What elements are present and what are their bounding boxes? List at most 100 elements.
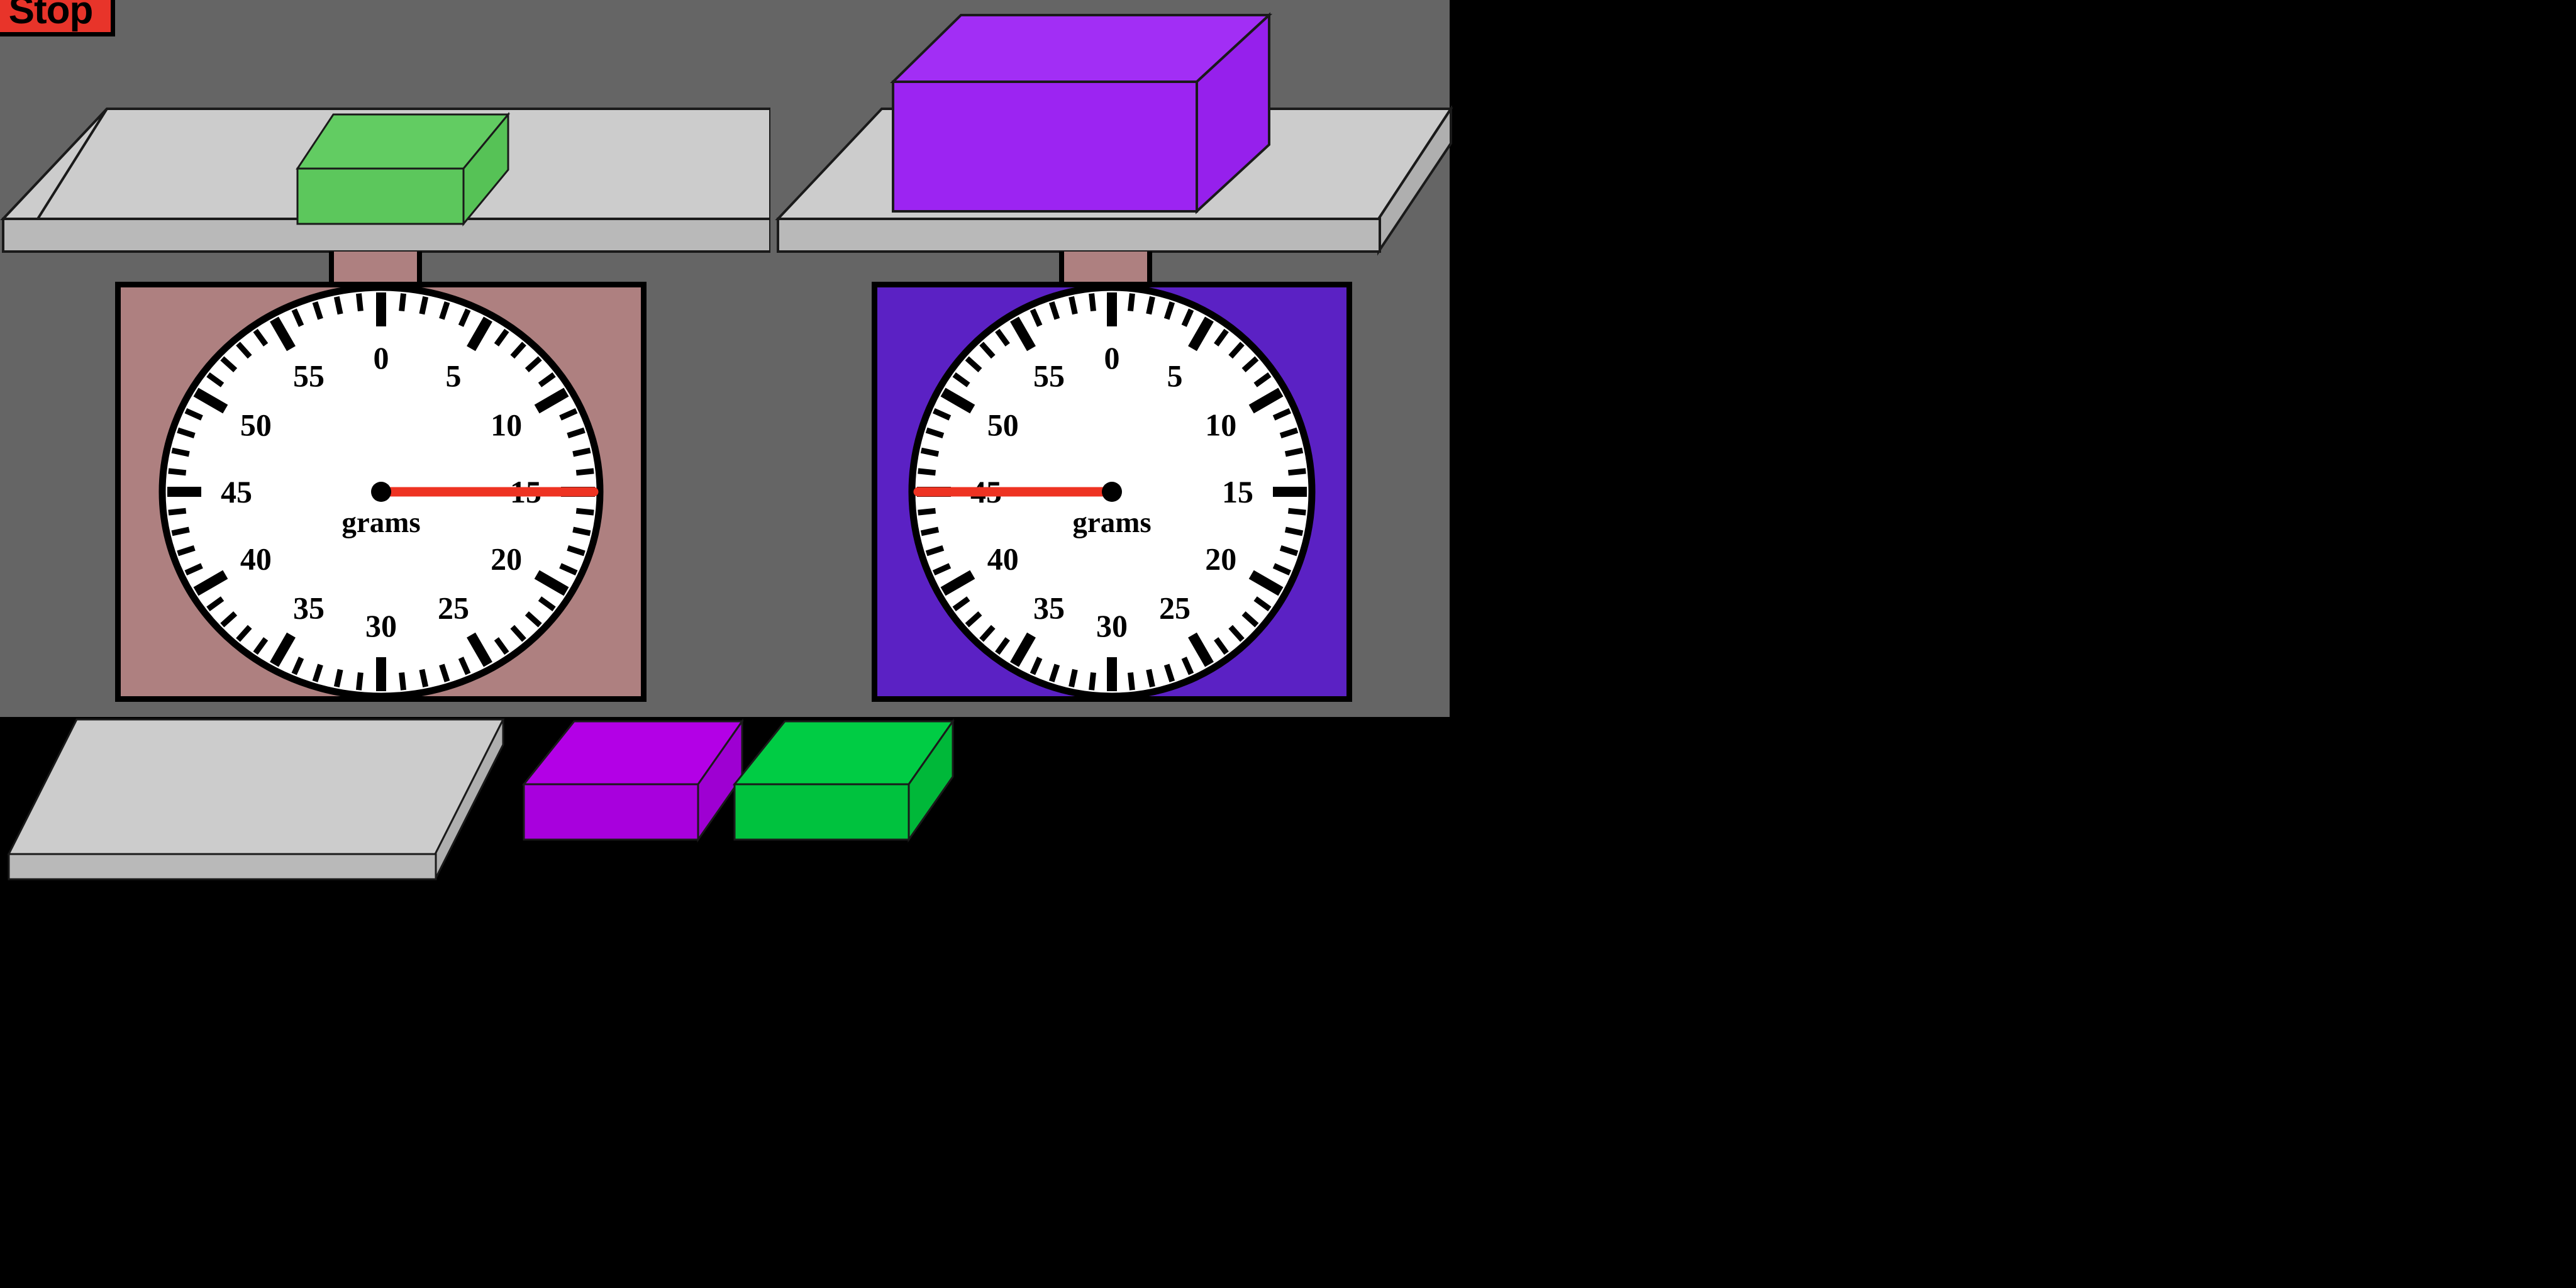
dial-minor-tick	[538, 596, 556, 611]
dial-major-tick	[1010, 316, 1036, 352]
dial-minor-tick	[918, 508, 936, 516]
dial-tick-label: 55	[1033, 358, 1065, 394]
dial-minor-tick	[1272, 408, 1292, 421]
dial-minor-tick	[558, 408, 577, 421]
right-scale-body[interactable]: 0510152025303540455055 grams	[872, 282, 1352, 702]
left-scale-body[interactable]: 0510152025303540455055 grams	[115, 282, 647, 702]
dial-tick-label: 10	[1205, 408, 1236, 443]
dial-minor-tick	[1272, 563, 1292, 576]
dial-minor-tick	[1253, 372, 1272, 387]
dial-major-tick	[466, 632, 492, 667]
dial-minor-tick	[1241, 356, 1259, 372]
dial-minor-tick	[920, 526, 940, 536]
dial-tick-label: 25	[1159, 590, 1191, 625]
dial-minor-tick	[355, 293, 364, 312]
dial-minor-tick	[1181, 657, 1194, 675]
dial-minor-tick	[312, 663, 323, 682]
spare-green-block[interactable]	[723, 718, 969, 845]
dial-tick-label: 35	[1033, 590, 1065, 625]
dial-tick-label: 50	[987, 408, 1019, 443]
dial-minor-tick	[575, 468, 594, 476]
block-side-face	[462, 111, 509, 227]
dial-minor-tick	[1146, 669, 1155, 688]
dial-minor-tick	[525, 611, 542, 628]
dial-minor-tick	[1228, 625, 1245, 642]
dial-major-tick	[193, 387, 228, 414]
dial-tick-labels: 0510152025303540455055	[221, 340, 541, 643]
dial-minor-tick	[458, 657, 470, 675]
dial-major-tick	[1248, 570, 1284, 596]
dial-minor-tick	[575, 508, 594, 516]
dial-minor-tick	[1241, 611, 1259, 628]
dial-minor-tick	[566, 545, 586, 557]
neck-bar-right	[417, 252, 422, 288]
block-front-face	[892, 80, 1198, 213]
dial-minor-tick	[558, 563, 577, 576]
block-front-face	[296, 167, 465, 225]
dial-minor-tick	[1089, 672, 1096, 691]
dial-tick-label: 10	[491, 408, 522, 443]
dial-minor-tick	[333, 296, 343, 315]
dial-minor-tick	[176, 427, 196, 438]
dial-minor-tick	[1284, 526, 1304, 536]
dial-minor-tick	[1253, 596, 1272, 611]
dial-major-tick	[534, 387, 569, 414]
dial-tick-label: 20	[491, 541, 522, 577]
dial-minor-tick	[312, 301, 323, 320]
dial-minor-tick	[418, 296, 428, 315]
dial-minor-tick	[494, 637, 509, 655]
dial-minor-tick	[509, 341, 526, 359]
dial-minor-tick	[1128, 293, 1135, 312]
stop-button[interactable]: Stop	[0, 0, 115, 36]
dial-unit-label: grams	[341, 506, 420, 539]
dial-minor-tick	[1287, 508, 1306, 516]
dial-minor-tick	[355, 672, 364, 691]
dial-minor-tick	[1284, 447, 1304, 457]
spare-gray-plate[interactable]	[0, 717, 509, 880]
purple-block-on-scale[interactable]	[884, 11, 1337, 219]
dial-minor-tick	[995, 637, 1010, 655]
dial-major-tick	[1188, 632, 1214, 667]
dial-minor-tick	[1048, 301, 1060, 320]
dial-minor-tick	[932, 408, 952, 421]
dial-minor-tick	[167, 468, 186, 476]
dial-minor-tick	[1214, 328, 1229, 347]
dial-tick-label: 55	[293, 358, 325, 394]
dial-minor-tick	[538, 372, 556, 387]
dial-tick-label: 15	[1222, 474, 1253, 509]
dial-minor-tick	[979, 341, 996, 359]
green-block-on-scale[interactable]	[277, 111, 522, 228]
dial-minor-tick	[1030, 308, 1043, 327]
dial-minor-tick	[1214, 637, 1229, 655]
dial-tick-labels: 0510152025303540455055	[970, 340, 1253, 643]
dial-major-tick	[269, 316, 296, 352]
dial-major-tick	[1248, 387, 1284, 414]
dial-minor-tick	[925, 545, 945, 557]
dial-minor-tick	[206, 372, 224, 387]
spare-magenta-block[interactable]	[513, 718, 758, 845]
dial-minor-tick	[995, 328, 1010, 347]
dial-minor-tick	[1163, 663, 1175, 682]
dial-tick-label: 40	[240, 541, 271, 577]
dial-minor-tick	[965, 356, 982, 372]
dial-major-tick	[1188, 316, 1214, 352]
plate-front-edge	[8, 853, 437, 880]
dial-minor-tick	[525, 356, 542, 372]
dial-minor-tick	[176, 545, 196, 557]
dial-minor-tick	[235, 625, 252, 642]
dial-minor-tick	[170, 526, 190, 536]
dial-minor-tick	[1128, 672, 1135, 691]
dial-minor-tick	[952, 372, 970, 387]
block-front-face	[733, 783, 910, 841]
dial-minor-tick	[253, 637, 268, 655]
dial-minor-tick	[1279, 427, 1299, 438]
dial-major-tick	[466, 316, 492, 352]
dial-minor-tick	[206, 596, 224, 611]
dial-ticks	[917, 292, 1307, 691]
block-front-face	[523, 783, 699, 841]
dial-tick-label: 20	[1205, 541, 1236, 577]
neck-bar-left	[329, 252, 334, 288]
dial-ticks	[167, 292, 595, 691]
dial-minor-tick	[438, 663, 450, 682]
dial-minor-tick	[572, 447, 591, 457]
